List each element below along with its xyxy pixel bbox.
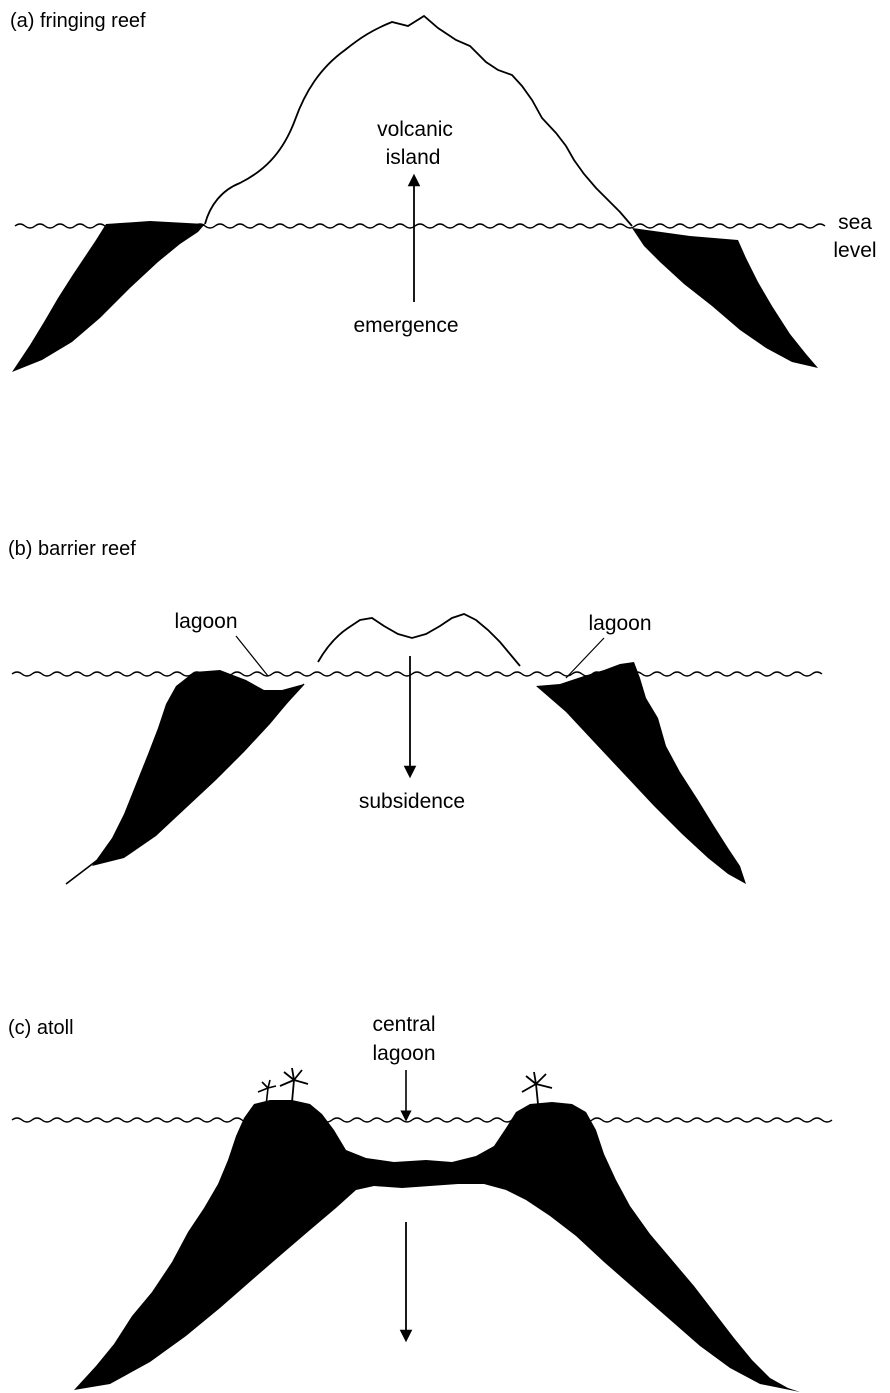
lagoon-label-left: lagoon bbox=[174, 610, 237, 633]
panel-c-title: (c) atoll bbox=[8, 1017, 74, 1039]
panel-a-title: (a) fringing reef bbox=[10, 10, 146, 32]
sea-level-line-b bbox=[12, 672, 822, 676]
fringing-reef-right bbox=[632, 228, 818, 368]
panel-a-fringing-reef: (a) fringing reef volcanic island emerge… bbox=[10, 10, 877, 372]
barrier-reef-right bbox=[536, 662, 746, 884]
emergence-label: emergence bbox=[353, 314, 458, 337]
island-label: island bbox=[386, 146, 441, 169]
panel-b-title: (b) barrier reef bbox=[8, 538, 136, 560]
panel-b-barrier-reef: (b) barrier reef lagoon lagoon subsidenc… bbox=[8, 538, 822, 884]
lagoon-pointer-left bbox=[236, 636, 268, 676]
atoll-reef bbox=[74, 1100, 800, 1392]
barrier-reef-left bbox=[92, 670, 304, 866]
sea-level-line-c bbox=[12, 1118, 832, 1122]
panel-c-atoll: (c) atoll central lagoon bbox=[8, 1013, 832, 1392]
volcanic-label: volcanic bbox=[377, 118, 453, 141]
level-label: level bbox=[833, 239, 876, 262]
lagoon-label-central: lagoon bbox=[372, 1042, 435, 1065]
fringing-reef-left bbox=[12, 221, 205, 372]
lagoon-label-right: lagoon bbox=[588, 612, 651, 635]
remnant-island-outline bbox=[318, 614, 520, 666]
palm-tree-left bbox=[280, 1068, 308, 1102]
seafloor-slope-left bbox=[66, 852, 108, 884]
palm-tree-right bbox=[522, 1072, 552, 1104]
subsidence-label: subsidence bbox=[359, 790, 465, 813]
central-label: central bbox=[372, 1013, 435, 1036]
sea-label: sea bbox=[838, 211, 872, 234]
